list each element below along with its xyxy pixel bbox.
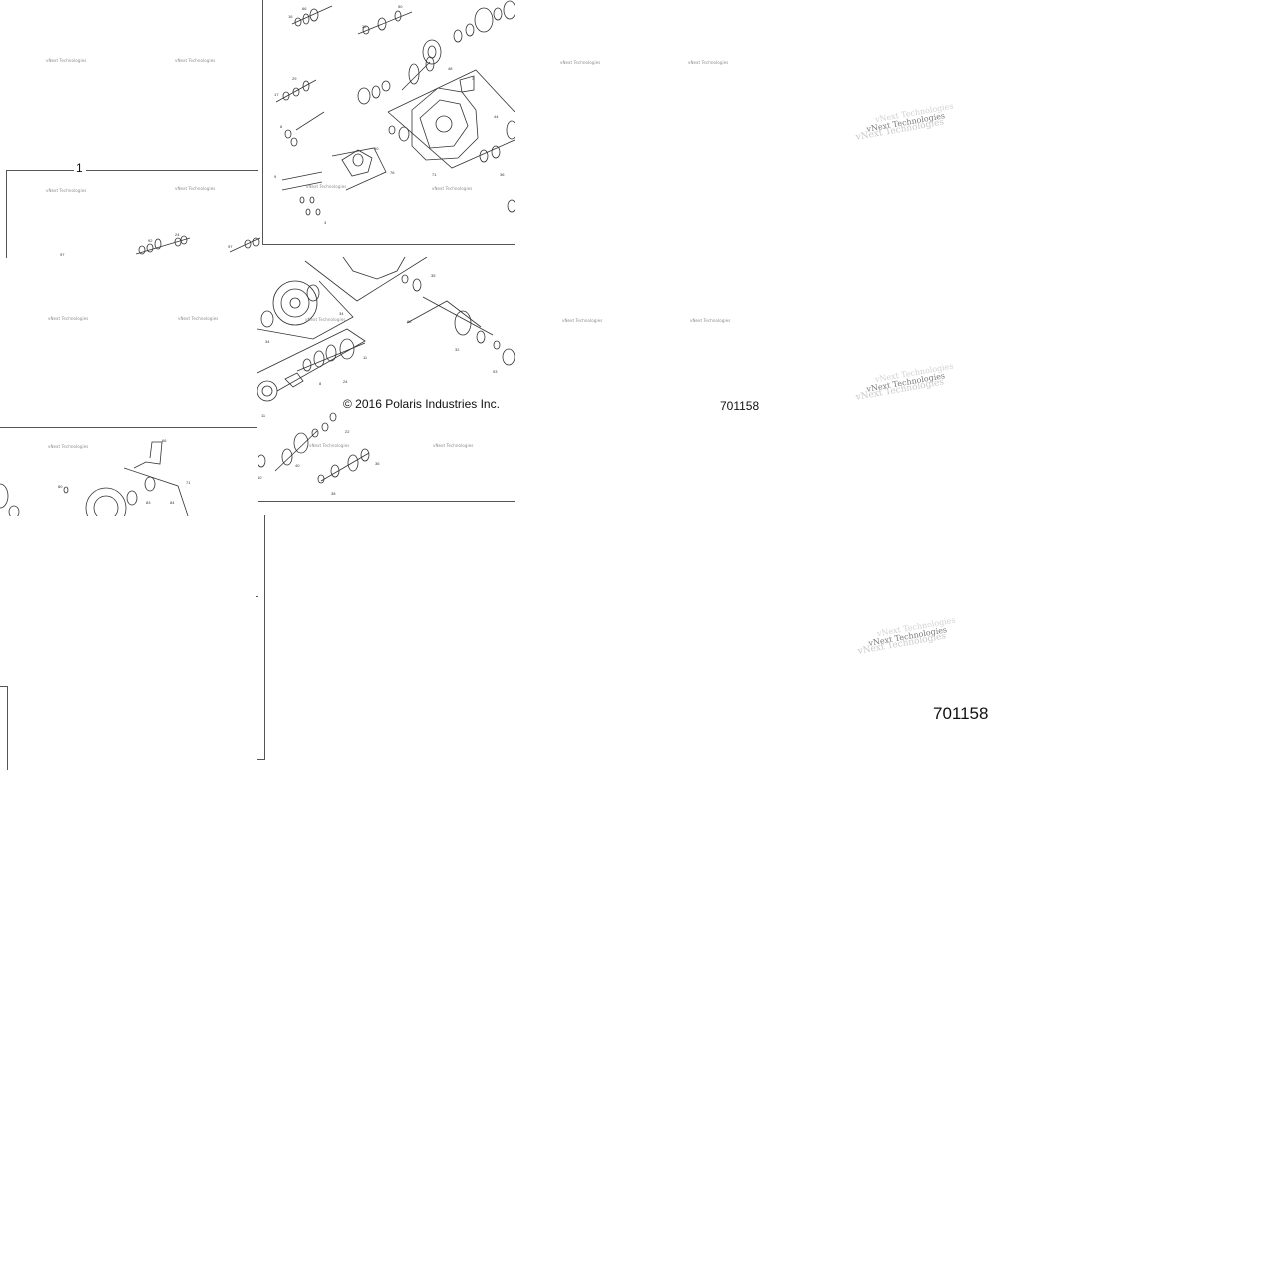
svg-text:92: 92 [407, 319, 412, 324]
svg-text:35: 35 [431, 273, 436, 278]
svg-text:92: 92 [148, 238, 153, 243]
svg-text:97: 97 [228, 244, 233, 249]
exploded-view-tile-top: 16 66 22 50 17 29 48 3 44 8 90 76 9 3 71 36 vNext Te… [262, 0, 515, 245]
parts-strip-left: 97 92 24 97 [60, 232, 260, 257]
svg-text:34: 34 [339, 311, 344, 316]
watermark: vNext Technologies [175, 186, 216, 191]
watermark: vNext Technologies [46, 58, 87, 63]
exploded-view-tile-middle: 34 34 11 24 8 92 35 32 93 11 22 40 36 38 10 vNext … [257, 257, 515, 502]
svg-text:22: 22 [362, 24, 367, 29]
gear-shaft-exploded-diagram: 34 34 11 24 8 92 35 32 93 11 22 40 36 38 10 [257, 257, 515, 496]
svg-text:48: 48 [448, 66, 453, 71]
exploded-view-tile-lower-left: 66 71 80 83 84 vNext Technologies [0, 428, 258, 516]
svg-text:36: 36 [375, 461, 380, 466]
svg-text:71: 71 [432, 172, 437, 177]
svg-text:34: 34 [265, 339, 270, 344]
svg-text:93: 93 [493, 369, 498, 374]
tile-border-side [7, 686, 8, 770]
svg-text:76: 76 [390, 170, 395, 175]
watermark: vNext Technologies [306, 184, 347, 189]
svg-text:22: 22 [345, 429, 350, 434]
svg-text:71: 71 [186, 480, 191, 485]
svg-text:8: 8 [319, 381, 322, 386]
tile-border-side [264, 515, 265, 760]
svg-text:3: 3 [324, 220, 327, 225]
watermark: vNext Technologies [688, 60, 729, 65]
watermark-large: vNext Technologies vNext Technologies vN… [855, 101, 955, 143]
svg-text:44: 44 [494, 114, 499, 119]
svg-text:24: 24 [175, 232, 180, 237]
watermark: vNext Technologies [178, 316, 219, 321]
watermark: vNext Technologies [690, 318, 731, 323]
svg-text:80: 80 [58, 484, 63, 489]
assembly-bracket-top [6, 170, 74, 171]
svg-text:32: 32 [455, 347, 460, 352]
svg-text:66: 66 [302, 6, 307, 11]
watermark: vNext Technologies [562, 318, 603, 323]
svg-text:16: 16 [288, 14, 293, 19]
part-number-label: 701158 [720, 399, 760, 413]
svg-text:83: 83 [146, 500, 151, 505]
watermark: vNext Technologies [560, 60, 601, 65]
watermark: vNext Technologies [48, 444, 89, 449]
svg-text:10: 10 [257, 475, 262, 480]
svg-text:36: 36 [500, 172, 505, 177]
copyright-notice: © 2016 Polaris Industries Inc. [342, 397, 501, 411]
svg-text:3: 3 [472, 76, 475, 81]
svg-text:38: 38 [331, 491, 336, 496]
watermark: vNext Technologies [175, 58, 216, 63]
assembly-callout-number: 1 [76, 161, 83, 175]
watermark: vNext Technologies [46, 188, 87, 193]
svg-text:40: 40 [295, 463, 300, 468]
part-number-label-large: 701158 [933, 704, 989, 723]
svg-text:11: 11 [363, 355, 368, 360]
svg-text:9: 9 [274, 174, 277, 179]
svg-text:11: 11 [261, 413, 266, 418]
assembly-bracket-top [86, 170, 258, 171]
svg-text:17: 17 [274, 92, 279, 97]
watermark: vNext Technologies [433, 443, 474, 448]
housing-exploded-diagram: 66 71 80 83 84 [0, 438, 191, 516]
svg-text:50: 50 [398, 4, 403, 9]
tile-border-top [0, 686, 8, 687]
watermark: vNext Technologies [432, 186, 473, 191]
svg-text:24: 24 [343, 379, 348, 384]
tile-border-bottom [257, 501, 515, 502]
tile-border-bottom [257, 759, 265, 760]
svg-text:29: 29 [292, 76, 297, 81]
svg-text:66: 66 [162, 438, 167, 443]
svg-text:84: 84 [170, 500, 175, 505]
watermark-large: vNext Technologies vNext Technologies vN… [857, 615, 957, 657]
assembly-bracket-side [6, 170, 7, 258]
tile-border-left [262, 0, 263, 245]
watermark: vNext Technologies [309, 443, 350, 448]
watermark-large: vNext Technologies vNext Technologies vN… [855, 361, 955, 403]
tick-mark [256, 596, 258, 597]
svg-text:8: 8 [280, 124, 283, 129]
transmission-exploded-diagram: 16 66 22 50 17 29 48 3 44 8 90 76 9 3 71 36 [274, 0, 515, 225]
watermark: vNext Technologies [305, 317, 346, 322]
svg-text:97: 97 [60, 252, 65, 257]
tile-border-bottom [0, 427, 258, 428]
svg-text:90: 90 [374, 146, 379, 151]
tile-border-bottom [262, 244, 515, 245]
watermark: vNext Technologies [48, 316, 89, 321]
